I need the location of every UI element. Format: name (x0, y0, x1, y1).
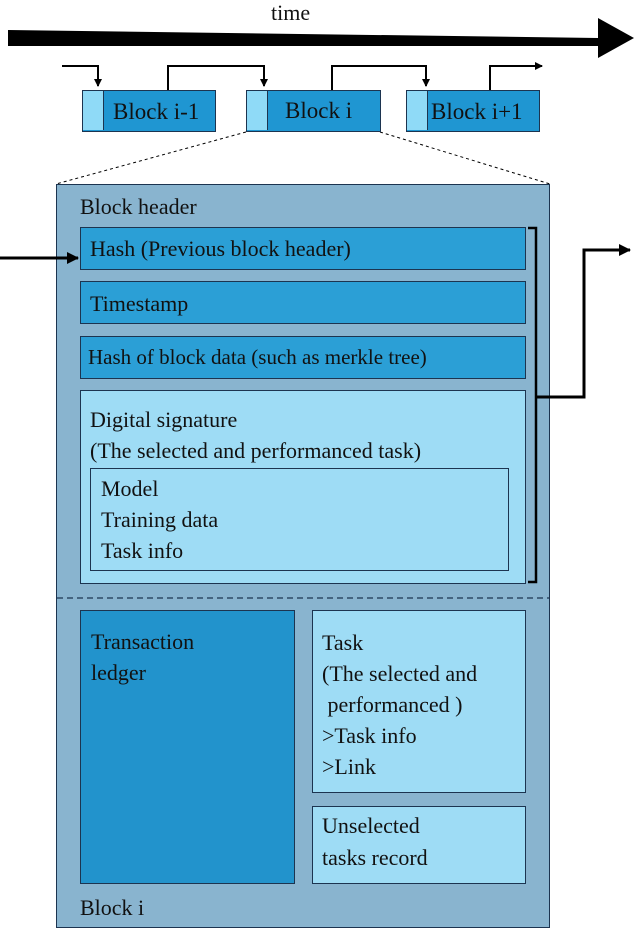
field-digital-signature: Digital signature (The selected and perf… (80, 390, 526, 584)
signature-item-task-info: Task info (101, 538, 184, 563)
task-line-1: Task (322, 630, 364, 655)
time-arrow (8, 18, 634, 58)
chain-link-1 (167, 65, 268, 90)
signature-subtitle: (The selected and performanced task) (90, 438, 422, 463)
block-header-title: Block header (80, 194, 197, 219)
chain-block-prev-tab (83, 91, 104, 130)
chain-link-2 (331, 65, 430, 90)
zoom-line-left (55, 131, 247, 185)
chain-block-next-label: Block i+1 (431, 99, 523, 124)
ledger-line-1: Transaction (91, 629, 195, 654)
task-line-4: >Task info (322, 723, 417, 748)
chain-block-current-label: Block i (285, 98, 353, 123)
chain-block-current-tab (247, 91, 268, 130)
signature-item-training-data: Training data (101, 507, 219, 532)
transaction-ledger: Transaction ledger (80, 610, 295, 884)
time-label: time (271, 0, 311, 25)
signature-inner-box: Model Training data Task info (90, 468, 509, 571)
task-record: Task (The selected and performanced ) >T… (312, 610, 526, 793)
field-timestamp-label: Timestamp (90, 291, 189, 316)
field-hash-block-data: Hash of block data (such as merkle tree) (80, 336, 526, 379)
task-line-2: (The selected and (322, 661, 478, 686)
chain-block-current[interactable]: Block i (246, 90, 381, 132)
chain-block-prev[interactable]: Block i-1 (82, 90, 216, 132)
ledger-line-2: ledger (91, 660, 146, 685)
signature-item-model: Model (101, 476, 159, 501)
signature-title: Digital signature (90, 407, 238, 432)
field-hash-block-data-label: Hash of block data (such as merkle tree) (88, 345, 427, 369)
unselected-line-2: tasks record (322, 845, 428, 870)
unselected-tasks-record: Unselected tasks record (312, 806, 526, 884)
field-timestamp: Timestamp (80, 281, 526, 324)
chain-block-next[interactable]: Block i+1 (406, 90, 540, 132)
chain-block-prev-label: Block i-1 (113, 99, 200, 124)
field-hash-previous: Hash (Previous block header) (80, 227, 526, 270)
block-detail-footer-label: Block i (80, 895, 145, 920)
header-bracket (528, 226, 538, 584)
task-line-5: >Link (322, 754, 376, 779)
unselected-line-1: Unselected (322, 813, 420, 838)
header-output-arrow (536, 244, 631, 399)
field-hash-previous-label: Hash (Previous block header) (90, 236, 351, 261)
chain-link-out (489, 62, 543, 90)
task-line-3: performanced ) (322, 692, 463, 717)
chain-block-next-tab (407, 91, 428, 130)
chain-link-in (62, 65, 102, 87)
